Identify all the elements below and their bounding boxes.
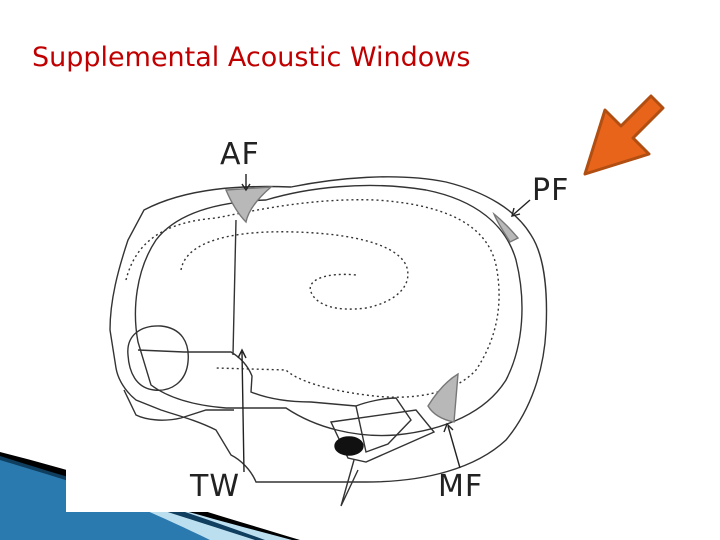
pf-arrow	[514, 200, 530, 214]
brain-outline	[135, 185, 522, 435]
slide-title: Supplemental Acoustic Windows	[32, 42, 470, 73]
mastoid-outline	[356, 398, 411, 452]
skull-figure-panel: AF PF TW MF	[66, 130, 640, 512]
tw-arrow	[242, 352, 244, 472]
styloid-outline	[341, 460, 358, 506]
temporal-suture-line	[233, 220, 236, 355]
zygomatic-outline	[138, 350, 356, 406]
mf-arrow	[448, 426, 460, 468]
af-window	[226, 187, 271, 222]
af-label: AF	[220, 140, 260, 170]
gyrus-dotted-curve	[181, 232, 408, 309]
orange-pointer-arrow-icon	[575, 82, 675, 182]
tw-label: TW	[190, 472, 240, 502]
mf-window	[428, 374, 458, 422]
mastoid-black-spot	[335, 437, 363, 455]
cortex-dotted-line	[126, 200, 499, 397]
pf-label: PF	[532, 176, 569, 206]
mf-label: MF	[438, 472, 483, 502]
